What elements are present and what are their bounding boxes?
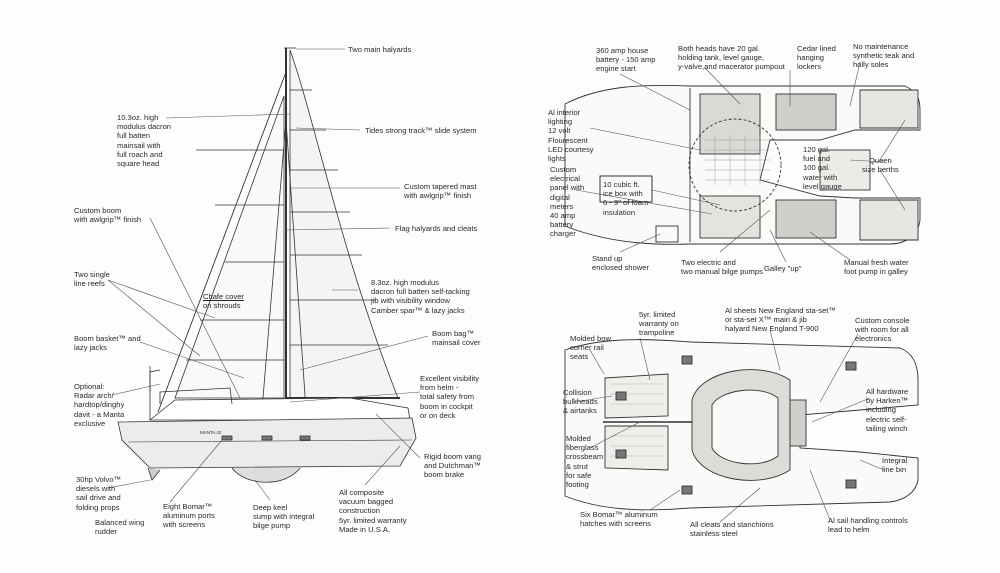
label-mast: Custom tapered mast with awlgrip™ finish	[404, 182, 477, 201]
label-radar-arch: Optional: Radar arch/ hardtop/dinghy dav…	[74, 382, 125, 428]
label-foot-pump: Manual fresh water foot pump in galley	[844, 258, 909, 277]
label-soles: No maintenance synthetic teak and holly …	[853, 42, 915, 70]
label-console: Custom console with room for all electro…	[855, 316, 910, 344]
label-line-bin: Integral line bin	[882, 456, 908, 475]
label-construction: All composite vacuum bagged construction…	[339, 488, 407, 534]
label-boom: Custom boom with awlgrip™ finish	[74, 206, 142, 225]
label-keel: Deep keel sump with integral bilge pump	[253, 503, 315, 531]
label-rudder: Balanced wing rudder	[95, 518, 145, 537]
label-bilge-pumps: Two electric and two manual bilge pumps	[681, 258, 763, 277]
label-chafe-sub: on shrouds	[203, 301, 241, 310]
label-sheets: Al sheets New England sta-set™ or sta-se…	[725, 306, 837, 334]
label-sail-controls: Al sail handling controls lead to helm	[828, 516, 908, 535]
label-boom-basket: Boom basket™ and lazy jacks	[74, 334, 141, 353]
label-collision: Collision bulkheads & airtanks	[563, 388, 598, 416]
label-battery: 360 amp house battery - 150 amp engine s…	[596, 46, 656, 74]
label-ports: Eight Bomar™ aluminum ports with screens	[163, 502, 215, 530]
label-lockers: Cedar lined hanging lockers	[797, 44, 836, 72]
label-main-halyards: Two main halyards	[348, 45, 412, 54]
label-electrical-panel: Custom electrical panel with digital met…	[550, 165, 585, 239]
label-cleats: All cleats and stanchions stainless stee…	[690, 520, 774, 539]
label-heads: Both heads have 20 gal. holding tank, le…	[678, 44, 785, 72]
label-boom-vang: Rigid boom vang and Dutchman™ boom brake	[424, 452, 481, 480]
label-track: Tides strong track™ slide system	[365, 126, 477, 135]
label-mainsail: 10.3oz. high modulus dacron full batten …	[117, 113, 172, 169]
label-engine: 30hp Volvo™ diesels with sail drive and …	[76, 475, 122, 512]
label-boom-bag: Boom bag™ mainsail cover	[432, 329, 481, 348]
label-flag-halyards: Flag halyards and cleats	[395, 224, 478, 233]
label-icebox: 10 cubic ft. ice box with 6 - 9" of foam…	[603, 180, 649, 217]
label-reefs: Two single line reefs	[74, 270, 110, 289]
label-fuel-water: 120 gal. fuel and 100 gal. water with le…	[803, 145, 842, 191]
label-hatches: Six Bomar™ aluminum hatches with screens	[580, 510, 658, 529]
label-chafe-title: Chafe cover	[203, 292, 244, 301]
boat-name-mark: MANTA 42	[200, 430, 222, 435]
label-galley: Galley "up"	[764, 264, 802, 273]
label-shower: Stand up enclosed shower	[592, 254, 649, 273]
label-trampoline-warranty: 5yr. limited warranty on trampoline	[639, 310, 679, 338]
label-visibility: Excellent visibility from helm - total s…	[420, 374, 480, 420]
label-berths: Queen size berths	[862, 156, 899, 175]
label-lighting: Al interior lighting 12 volt Flourescent…	[548, 108, 594, 164]
label-crossbeam: Molded fiberglass crossbeam & strut for …	[566, 434, 604, 490]
label-hardware: All hardware by Harken™ including electr…	[866, 387, 909, 433]
label-jib: 8.3oz. high modulus dacron full batten s…	[371, 278, 470, 315]
label-bow-seats: Molded bow corner rail seats	[570, 334, 611, 362]
